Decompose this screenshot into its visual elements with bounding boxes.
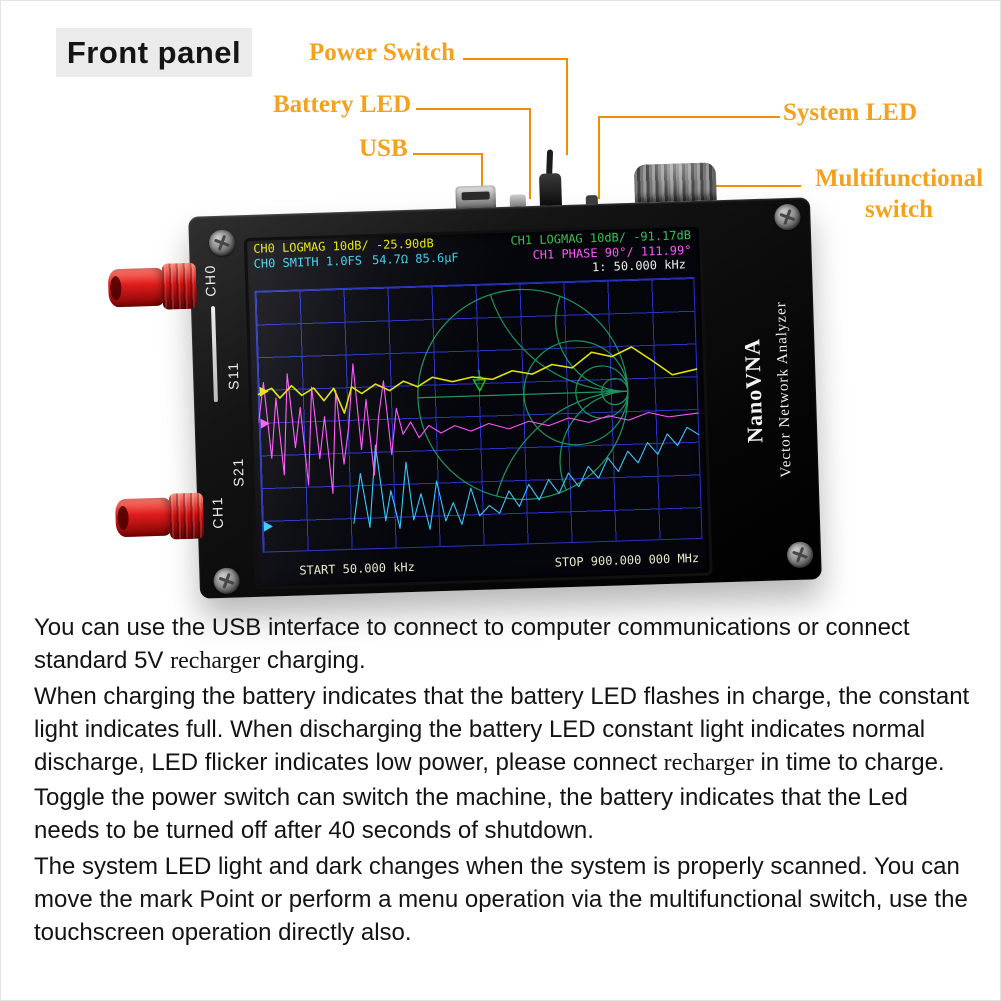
sma-connector-ch1 — [114, 492, 205, 542]
port-label-ch1: CH1 — [208, 495, 226, 529]
callout-battery-led: Battery LED — [273, 91, 412, 118]
smith-chart — [417, 286, 632, 503]
sma-barrel — [107, 267, 167, 308]
screw-icon — [786, 541, 814, 569]
plot-traces: 1 — [257, 286, 700, 532]
trace-magenta — [258, 363, 699, 495]
callout-power-switch: Power Switch — [309, 39, 456, 66]
port-label-ch0: CH0 — [201, 263, 219, 297]
leader-line-multifunctional — [713, 185, 801, 187]
multifunctional-switch-knob — [633, 162, 717, 203]
screw-icon — [208, 229, 236, 257]
paragraph: The system LED light and dark changes wh… — [34, 853, 968, 946]
callout-usb: USB — [359, 135, 408, 162]
system-led — [585, 194, 598, 205]
port-label-s11: S11 — [224, 361, 242, 391]
brand-subtitle: Vector Network Analyzer — [773, 300, 795, 478]
paragraph: Toggle the power switch can switch the m… — [34, 784, 908, 845]
sma-nut — [161, 262, 198, 310]
sma-barrel — [114, 497, 175, 538]
lcd-screen[interactable]: CH0 LOGMAG 10dB/ -25.90dB CH1 LOGMAG 10d… — [246, 226, 710, 587]
start-frequency: START 50.000 kHz — [299, 559, 416, 578]
trace-yellow — [257, 346, 698, 414]
port-label-s21: S21 — [229, 457, 247, 488]
page-title: Front panel — [56, 28, 252, 77]
trace-cyan — [353, 426, 700, 530]
brand-area: NanoVNA Vector Network Analyzer — [727, 238, 806, 542]
side-groove — [210, 306, 218, 403]
paragraph: When charging the battery indicates that… — [34, 682, 970, 776]
callout-system-led: System LED — [783, 99, 918, 126]
paragraph: You can use the USB interface to connect… — [34, 614, 910, 674]
trace-markers: 1 — [259, 370, 487, 532]
stop-frequency: STOP 900.000 000 MHz — [554, 550, 700, 570]
leader-line-battery-led — [416, 108, 531, 199]
screw-icon — [774, 203, 801, 231]
sma-connector-ch0 — [107, 262, 198, 312]
leader-line-power-switch — [463, 58, 568, 155]
leader-line-usb — [413, 153, 483, 193]
callout-multifunctional-switch: Multifunctional switch — [814, 165, 984, 224]
power-switch-lever — [546, 149, 554, 176]
nanovna-device: CH0 S11 S21 CH1 CH0 LOGMAG 10dB/ -25.90d… — [107, 149, 822, 599]
screw-icon — [213, 567, 241, 595]
usb-port — [455, 185, 497, 209]
brand-title: NanoVNA — [739, 337, 768, 443]
power-switch — [538, 173, 562, 206]
battery-led — [509, 194, 526, 207]
frequency-axis-row: START 50.000 kHz STOP 900.000 000 MHz — [258, 551, 710, 579]
svg-text:1: 1 — [476, 370, 482, 380]
description-text: You can use the USB interface to connect… — [34, 612, 974, 953]
sma-nut — [168, 492, 205, 540]
leader-line-system-led — [598, 116, 780, 199]
ch0-smith-values: 54.7Ω 85.6μF — [371, 250, 459, 268]
